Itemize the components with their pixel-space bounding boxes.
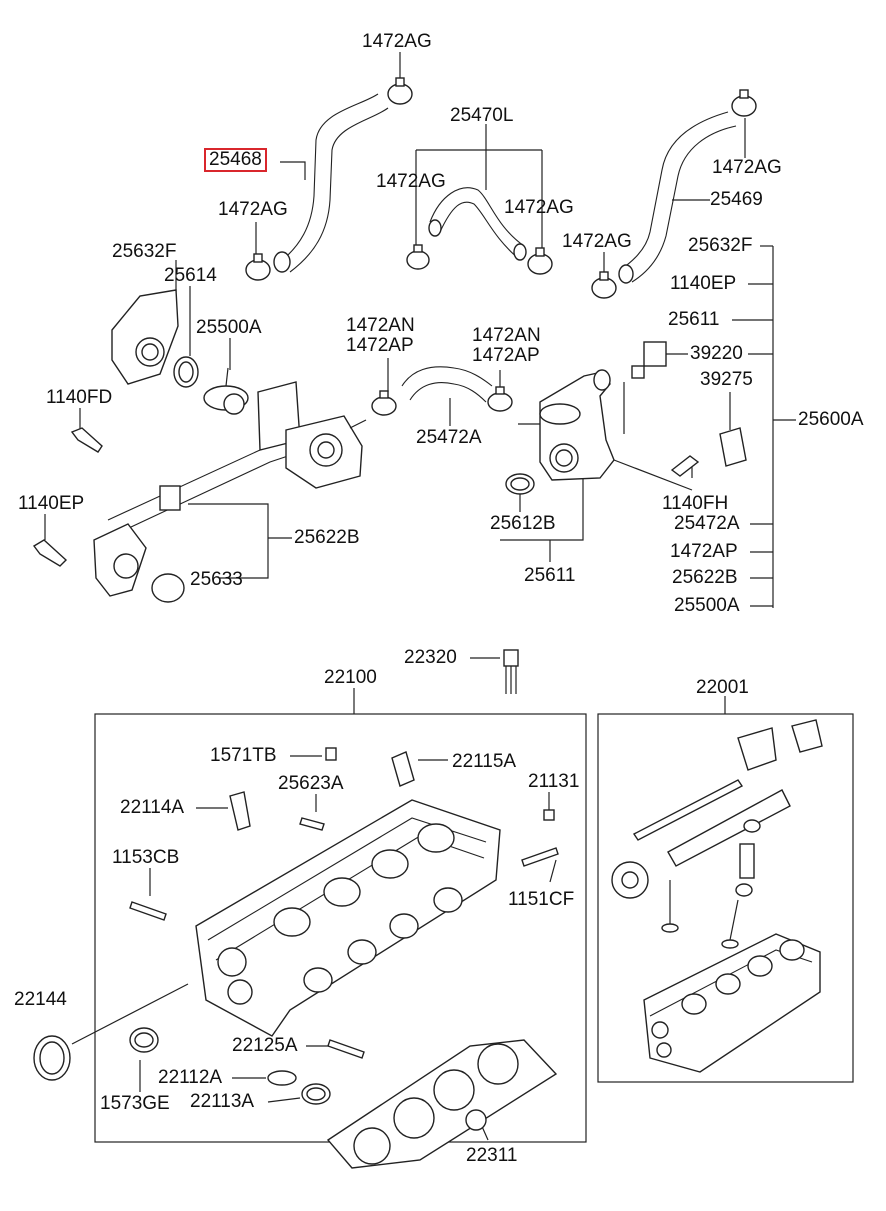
label-25470l: 25470L [450,105,514,126]
seal-22144 [33,1035,71,1081]
hose-25470l [428,187,527,261]
cover-25632f [111,289,179,385]
label-1472ag-mid1: 1472AG [376,171,446,192]
label-1472ag-mid2: 1472AG [504,197,574,218]
label-25622b: 25622B [294,527,360,548]
label-1472ag-right-top: 1472AG [712,157,782,178]
label-25611-bottom: 25611 [524,565,576,586]
oring-25612b [505,473,535,495]
clip-39275 [719,427,747,467]
clamps [245,77,757,416]
label-22112a: 22112A [158,1067,223,1088]
label-39275: 39275 [700,369,753,390]
housing-center [285,415,367,489]
oring-25614 [173,356,199,388]
label-1140ep-right: 1140EP [670,273,737,294]
label-25468-highlighted[interactable]: 25468 [204,148,267,172]
label-22115a: 22115A [452,751,517,772]
label-25632f-left: 25632F [112,241,177,262]
label-25632f-right: 25632F [688,235,753,256]
label-25611-right: 25611 [668,309,720,330]
cylinder-head-assy-22001 [643,933,821,1073]
label-1472an-2: 1472AN [472,325,541,346]
sensor-39220 [631,341,667,379]
label-1151cf: 1151CF [508,889,575,910]
label-25622b-right: 25622B [672,567,738,588]
seal-22113a [301,1083,331,1105]
small-parts-22100 [129,747,559,1059]
label-1472ap-2: 1472AP [472,345,540,366]
leader-lines [44,52,854,1143]
label-25633: 25633 [190,569,243,590]
label-1153cb: 1153CB [112,847,180,868]
label-1140fd: 1140FD [46,387,113,408]
seal-22112a [267,1070,297,1086]
label-25500a-right: 25500A [674,595,740,616]
label-22100: 22100 [324,667,377,688]
plug-1573ge [129,1027,159,1053]
cylinder-head-22100 [195,799,501,1037]
label-1472an-1: 1472AN [346,315,415,336]
label-1571tb: 1571TB [210,745,277,766]
oring-25633 [151,573,185,603]
label-22001: 22001 [696,677,749,698]
hose-25472a [401,366,493,403]
label-1472ag-right-low: 1472AG [562,231,632,252]
camshaft-parts-22001 [611,719,823,949]
label-25600a: 25600A [798,409,864,430]
label-25472a-right: 25472A [674,513,740,534]
label-22311: 22311 [466,1145,518,1166]
gasket-22311 [326,1039,558,1169]
bolt-1140fh [670,455,700,477]
label-1140fh: 1140FH [662,493,729,514]
label-22125a: 22125A [232,1035,298,1056]
label-22144: 22144 [14,989,67,1010]
label-25500a: 25500A [196,317,262,338]
pipe-25622b [93,381,301,597]
label-25469: 25469 [710,189,763,210]
label-21131: 21131 [528,771,580,792]
label-1472ag-top: 1472AG [362,31,432,52]
bolt-1140fd [70,427,103,453]
label-1472ap-right: 1472AP [670,541,738,562]
label-22114a: 22114A [120,797,185,818]
hose-25469 [618,111,737,284]
hose-25468 [273,93,389,273]
label-39220: 39220 [690,343,743,364]
label-25614: 25614 [164,265,217,286]
label-22113a: 22113A [190,1091,255,1112]
label-1140ep-left: 1140EP [18,493,85,514]
label-25612b: 25612B [490,513,556,534]
bolt-22320 [503,649,519,694]
label-1573ge: 1573GE [100,1093,170,1114]
bolt-1140ep [32,539,68,567]
label-25472a: 25472A [416,427,482,448]
label-1472ap-1: 1472AP [346,335,414,356]
label-1472ag-left: 1472AG [218,199,288,220]
outlet-housing [518,369,615,481]
label-22320: 22320 [404,647,457,668]
label-25623a: 25623A [278,773,344,794]
thermostat-25500a [203,367,249,415]
